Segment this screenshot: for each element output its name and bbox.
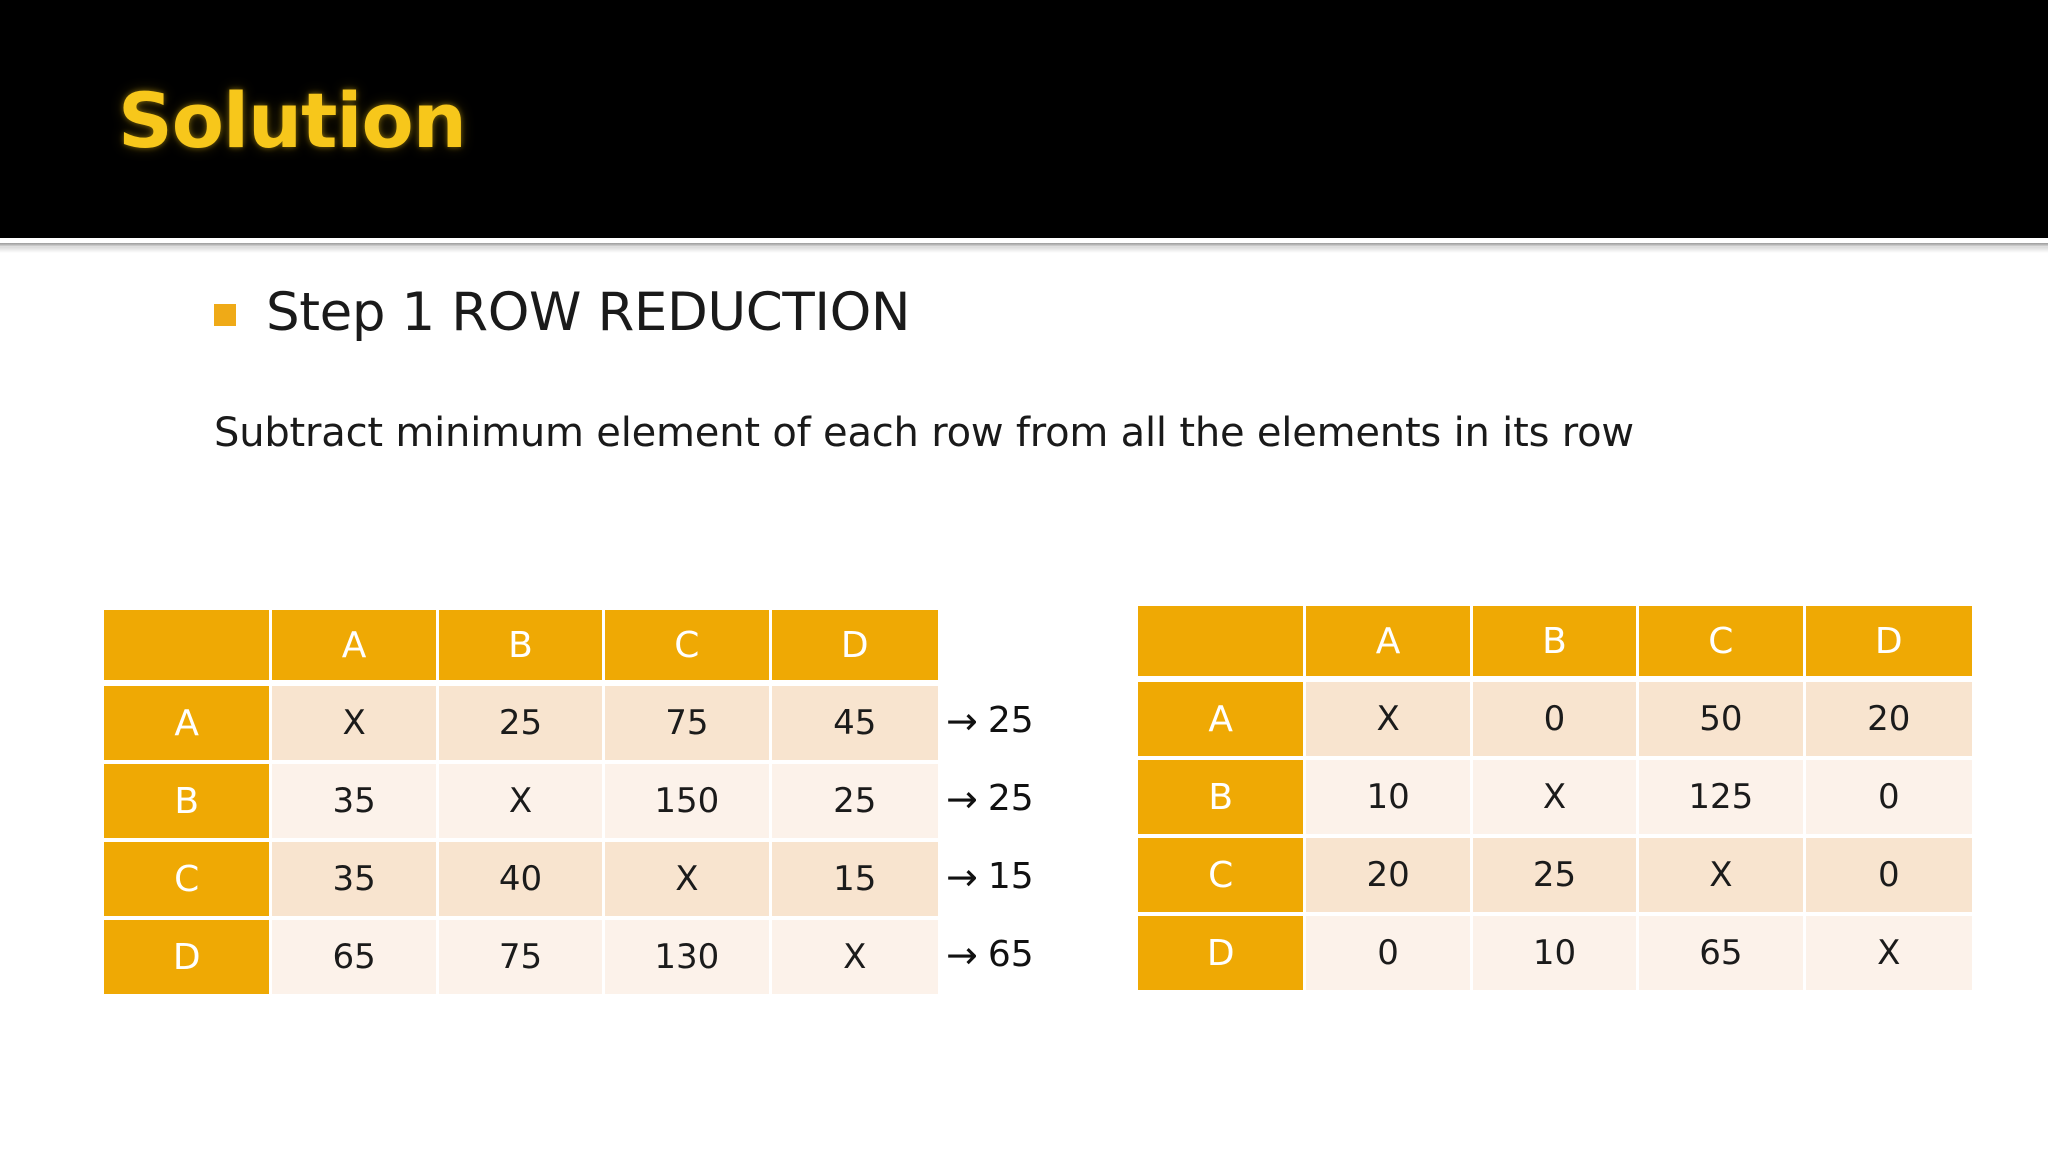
header-divider-shadow (0, 247, 2048, 253)
cell-c-d: 0 (1805, 838, 1972, 916)
table-row: A X 25 75 45 (104, 686, 938, 764)
row-minimum-annotations: → 25 → 25 → 15 → 65 (946, 682, 1076, 994)
column-header-d: D (771, 610, 938, 686)
cell-c-b: 25 (1472, 838, 1640, 916)
cell-d-b: 75 (438, 920, 606, 994)
table-header-row: A B C D (1138, 606, 1972, 682)
column-header-d: D (1805, 606, 1972, 682)
slide-header-band (0, 0, 2048, 238)
cell-b-a: 35 (272, 764, 439, 842)
column-header-b: B (1472, 606, 1640, 682)
cell-c-c: X (1639, 838, 1806, 916)
row-header-c: C (1138, 838, 1307, 916)
cell-a-a: X (272, 686, 439, 764)
table-row: D 0 10 65 X (1138, 916, 1972, 990)
cell-d-b: 10 (1472, 916, 1640, 990)
row-minimum-value-c: 15 (987, 856, 1034, 897)
column-header-c: C (1639, 606, 1806, 682)
cell-b-d: 25 (771, 764, 938, 842)
cost-matrix-row-reduced: A B C D A X 0 50 20 B 10 X 125 0 C 20 25… (1138, 606, 1972, 990)
cell-b-c: 150 (605, 764, 772, 842)
row-minimum-value-d: 65 (987, 934, 1034, 975)
cell-d-a: 0 (1306, 916, 1473, 990)
table-row: B 10 X 125 0 (1138, 760, 1972, 838)
column-header-a: A (1306, 606, 1473, 682)
arrow-right-icon: → (946, 777, 978, 821)
table-row: C 20 25 X 0 (1138, 838, 1972, 916)
cell-a-b: 25 (438, 686, 606, 764)
row-minimum-c: → 15 (946, 838, 1076, 916)
step-bullet-line: Step 1 ROW REDUCTION (214, 282, 911, 344)
row-minimum-value-b: 25 (987, 778, 1034, 819)
square-bullet-icon (214, 304, 236, 326)
cell-a-d: 45 (771, 686, 938, 764)
step-description: Subtract minimum element of each row fro… (214, 410, 1634, 456)
cell-d-d: X (771, 920, 938, 994)
cell-b-b: X (438, 764, 606, 842)
matrix-corner-cell (1138, 606, 1307, 682)
cell-c-a: 20 (1306, 838, 1473, 916)
table-row: B 35 X 150 25 (104, 764, 938, 842)
row-header-b: B (104, 764, 273, 842)
arrow-right-icon: → (946, 699, 978, 743)
column-header-c: C (605, 610, 772, 686)
column-header-b: B (438, 610, 606, 686)
table-header-row: A B C D (104, 610, 938, 686)
table-row: C 35 40 X 15 (104, 842, 938, 920)
row-header-c: C (104, 842, 273, 920)
row-minimum-b: → 25 (946, 760, 1076, 838)
cell-d-d: X (1805, 916, 1972, 990)
cell-d-c: 130 (605, 920, 772, 994)
cell-a-c: 50 (1639, 682, 1806, 760)
cell-c-b: 40 (438, 842, 606, 920)
cell-a-d: 20 (1805, 682, 1972, 760)
cell-a-c: 75 (605, 686, 772, 764)
cell-c-c: X (605, 842, 772, 920)
arrow-right-icon: → (946, 933, 978, 977)
cell-d-c: 65 (1639, 916, 1806, 990)
header-gap (0, 238, 2048, 243)
cost-matrix-original: A B C D A X 25 75 45 B 35 X 150 25 C 35 … (104, 610, 938, 994)
row-header-a: A (1138, 682, 1307, 760)
column-header-a: A (272, 610, 439, 686)
row-header-d: D (1138, 916, 1307, 990)
cell-b-c: 125 (1639, 760, 1806, 838)
step-bullet-label: Step 1 ROW REDUCTION (266, 282, 911, 343)
cell-d-a: 65 (272, 920, 439, 994)
header-divider-rule (0, 243, 2048, 247)
row-minimum-d: → 65 (946, 916, 1076, 994)
row-header-b: B (1138, 760, 1307, 838)
cell-a-a: X (1306, 682, 1473, 760)
table-row: A X 0 50 20 (1138, 682, 1972, 760)
cell-b-d: 0 (1805, 760, 1972, 838)
arrow-right-icon: → (946, 855, 978, 899)
slide-title: Solution (118, 76, 467, 165)
cell-a-b: 0 (1472, 682, 1640, 760)
table-row: D 65 75 130 X (104, 920, 938, 994)
matrix-corner-cell (104, 610, 273, 686)
cell-c-a: 35 (272, 842, 439, 920)
cell-b-b: X (1472, 760, 1640, 838)
row-header-d: D (104, 920, 273, 994)
cell-c-d: 15 (771, 842, 938, 920)
row-header-a: A (104, 686, 273, 764)
cell-b-a: 10 (1306, 760, 1473, 838)
row-minimum-value-a: 25 (987, 700, 1034, 741)
row-minimum-a: → 25 (946, 682, 1076, 760)
